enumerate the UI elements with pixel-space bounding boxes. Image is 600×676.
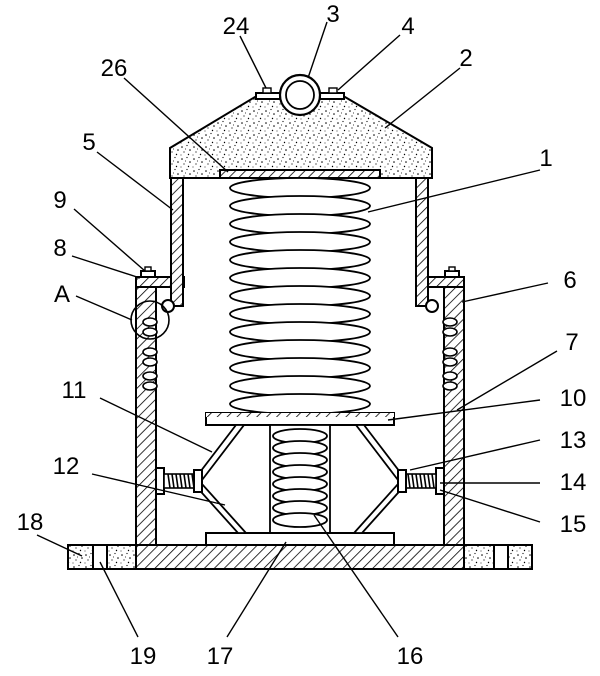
spring-coil — [229, 303, 371, 325]
damper-coil — [167, 473, 171, 489]
label-15: 15 — [560, 511, 587, 538]
spring-coil — [229, 357, 371, 379]
label-5: 5 — [82, 129, 95, 156]
damper-coil — [183, 473, 187, 489]
leader-lines — [36, 21, 558, 638]
label-18: 18 — [17, 509, 44, 536]
label-13: 13 — [560, 427, 587, 454]
spring-coil — [229, 213, 371, 235]
label-11: 11 — [62, 377, 87, 404]
label-12: 12 — [53, 453, 80, 480]
damper-coil — [179, 473, 183, 489]
spring-coil — [272, 512, 328, 528]
label-4: 4 — [401, 13, 414, 40]
bottom-plate — [205, 532, 395, 546]
label-8: 8 — [53, 235, 66, 262]
spring-coil — [229, 195, 371, 217]
damper-coil — [415, 473, 419, 489]
lifting-ring — [278, 73, 322, 117]
main-spring — [229, 177, 371, 415]
spring-coil — [229, 339, 371, 361]
spring-coil — [229, 249, 371, 271]
label-10: 10 — [560, 385, 587, 412]
spring-coil — [229, 267, 371, 289]
damper-coil — [427, 473, 431, 489]
label-1: 1 — [539, 145, 552, 172]
label-24: 24 — [223, 13, 250, 40]
damper-coil — [175, 473, 179, 489]
support-plate-pad — [206, 413, 394, 417]
label-16: 16 — [397, 643, 424, 670]
label-6: 6 — [563, 267, 576, 294]
inner-cylinder — [170, 177, 429, 307]
damper-coil — [171, 473, 175, 489]
spring-coil — [229, 393, 371, 415]
base-plate — [67, 544, 533, 570]
spring-coil — [229, 375, 371, 397]
mounting-hole — [92, 544, 509, 570]
label-9: 9 — [53, 187, 66, 214]
spring-coil — [229, 321, 371, 343]
label-14: 14 — [560, 469, 587, 496]
spring-seat-plate — [219, 169, 381, 179]
spring-coil — [229, 177, 371, 199]
fastener — [140, 266, 460, 278]
damper-coil — [419, 473, 423, 489]
pivot-block — [193, 469, 407, 493]
spring-coil — [229, 231, 371, 253]
damper-coil — [407, 473, 411, 489]
label-a: A — [54, 281, 70, 308]
label-7: 7 — [565, 329, 578, 356]
label-3: 3 — [326, 1, 339, 28]
lower-spring — [272, 428, 328, 528]
damper-coil — [431, 473, 435, 489]
damper-coil — [423, 473, 427, 489]
damper-coil — [187, 473, 191, 489]
damper-coil — [411, 473, 415, 489]
label-19: 19 — [130, 643, 157, 670]
wall-spring — [142, 317, 458, 391]
label-17: 17 — [207, 643, 234, 670]
label-26: 26 — [101, 55, 128, 82]
spring-coil — [229, 285, 371, 307]
label-2: 2 — [459, 45, 472, 72]
reference-labels: 3 24 4 26 2 5 1 9 8 A 6 7 11 10 13 12 14… — [17, 1, 587, 670]
